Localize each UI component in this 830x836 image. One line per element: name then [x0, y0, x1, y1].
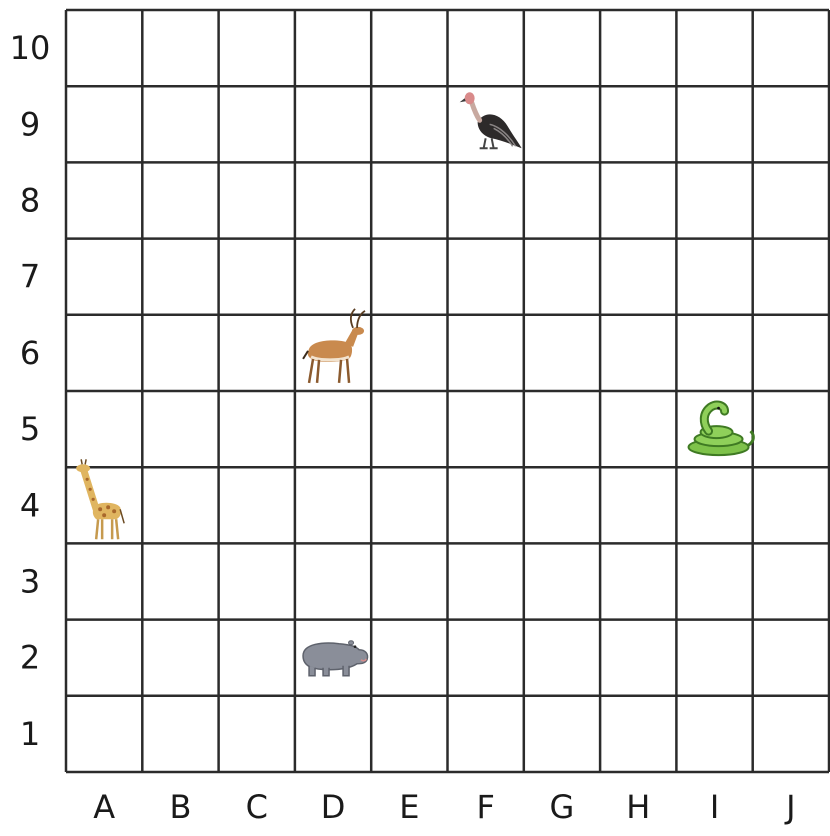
- row-label: 3: [20, 563, 40, 601]
- antelope-icon-part: [303, 351, 308, 359]
- vulture-icon-part: [484, 138, 494, 148]
- giraffe-icon: [76, 459, 124, 539]
- giraffe-icon-part: [76, 464, 90, 472]
- snake-icon-part: [717, 407, 720, 410]
- giraffe-icon-part: [106, 505, 110, 509]
- vulture-icon-part: [472, 102, 480, 120]
- column-label: C: [246, 788, 268, 826]
- giraffe-icon-part: [120, 509, 124, 523]
- row-label: 1: [20, 715, 40, 753]
- giraffe-icon-part: [102, 513, 106, 517]
- giraffe-icon-part: [92, 498, 95, 501]
- vulture-icon: [460, 92, 522, 148]
- giraffe-icon-part: [81, 459, 86, 464]
- column-label: B: [169, 788, 191, 826]
- hippo-icon: [303, 641, 368, 676]
- vulture-icon-part: [460, 98, 466, 102]
- giraffe-icon-part: [86, 478, 89, 481]
- column-label: H: [626, 788, 650, 826]
- row-label: 5: [20, 410, 40, 448]
- column-label: A: [93, 788, 115, 826]
- giraffe-icon-part: [98, 507, 102, 511]
- column-label: D: [321, 788, 346, 826]
- antelope-icon-part: [351, 309, 365, 328]
- antelope-icon: [303, 309, 365, 383]
- row-label: 6: [20, 334, 40, 372]
- snake-icon: [689, 405, 754, 455]
- row-label: 8: [20, 182, 40, 220]
- column-label: E: [399, 788, 419, 826]
- snake-icon-part: [749, 431, 754, 445]
- hippo-icon-part: [354, 645, 357, 648]
- column-label: F: [476, 788, 494, 826]
- antelope-icon-part: [309, 359, 349, 383]
- hippo-icon-part: [303, 643, 368, 670]
- antelope-icon-part: [352, 327, 364, 335]
- row-label: 4: [20, 486, 40, 524]
- giraffe-icon-part: [112, 509, 116, 513]
- vulture-icon-part: [465, 92, 475, 104]
- row-label: 9: [20, 105, 40, 143]
- giraffe-icon-part: [96, 519, 118, 539]
- column-label: G: [550, 788, 575, 826]
- column-label: I: [710, 788, 719, 826]
- row-label: 2: [20, 639, 40, 677]
- column-label: J: [784, 788, 795, 826]
- row-label: 10: [10, 29, 51, 67]
- hippo-icon-part: [349, 641, 354, 645]
- grid-lines: [66, 10, 829, 772]
- giraffe-icon-part: [89, 488, 92, 491]
- row-label: 7: [20, 258, 40, 296]
